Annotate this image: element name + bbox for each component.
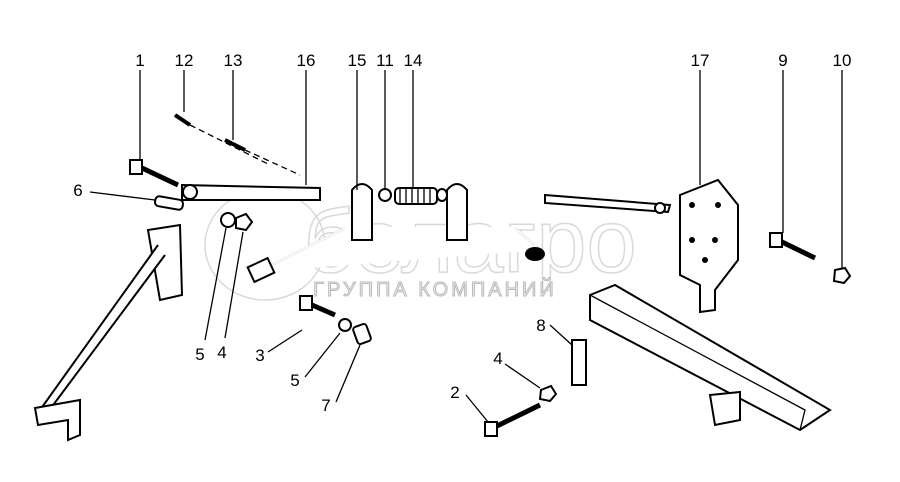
- callout-13: 13: [224, 51, 243, 70]
- callout-11: 11: [376, 51, 394, 70]
- washer-5b: [338, 318, 352, 332]
- callout-14: 14: [404, 51, 423, 70]
- callout-17: 17: [691, 51, 710, 70]
- watermark-subtitle: ГРУППА КОМПАНИЙ: [313, 277, 557, 301]
- nut-4b: [538, 384, 558, 403]
- callout-8: 8: [536, 316, 545, 335]
- sleeve-6: [153, 195, 185, 211]
- callout-10: 10: [833, 51, 852, 70]
- spring: [394, 187, 438, 205]
- axle-beam: [246, 183, 545, 284]
- callouts: 1 12 13 16 15 11 14 17 9 10 6 5 4 3 5 7 …: [73, 51, 851, 415]
- callout-1: 1: [135, 51, 144, 70]
- bolt-9: [769, 232, 817, 261]
- callout-7: 7: [321, 396, 330, 415]
- link-arm-right: [544, 193, 672, 214]
- frame-beam: [589, 283, 832, 432]
- leader-lines: [89, 70, 843, 423]
- bolt-3: [299, 295, 336, 318]
- washer-5: [220, 212, 236, 228]
- callout-4b: 4: [493, 349, 502, 368]
- callout-16: 16: [297, 51, 316, 70]
- nut-10: [832, 266, 852, 285]
- bolt-2: [484, 402, 542, 437]
- nut-4: [235, 212, 254, 232]
- mounting-plate-17: [679, 178, 739, 314]
- bushing-7: [352, 322, 372, 346]
- bolt-1: [129, 159, 180, 188]
- callout-6: 6: [73, 181, 82, 200]
- callout-3: 3: [255, 346, 264, 365]
- left-bracket: [33, 223, 184, 442]
- clamp-plate-8: [571, 339, 587, 386]
- callout-9: 9: [778, 51, 787, 70]
- callout-2: 2: [450, 383, 459, 402]
- pin-12: [173, 113, 192, 127]
- callout-12: 12: [175, 51, 194, 70]
- link-arm-left: [181, 183, 321, 201]
- pin-13: [224, 138, 246, 152]
- callout-5a: 5: [195, 345, 204, 364]
- callout-15: 15: [348, 51, 367, 70]
- callout-5b: 5: [290, 371, 299, 390]
- callout-4a: 4: [217, 343, 226, 362]
